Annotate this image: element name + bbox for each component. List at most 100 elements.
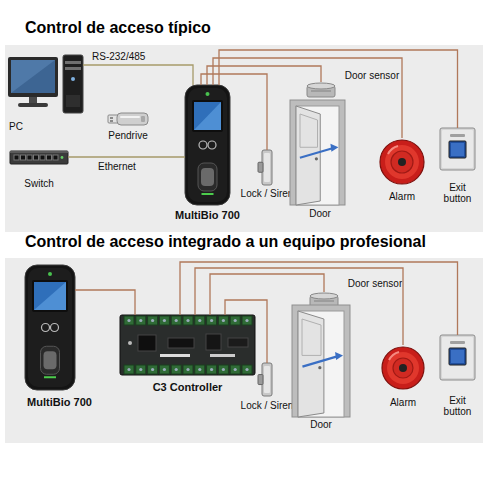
- device-label: MultiBio 700: [165, 209, 250, 221]
- alarm-node: Alarm: [380, 345, 426, 391]
- illustration-part: [34, 282, 66, 310]
- illustration-part: [159, 316, 169, 325]
- switch-illustration: [10, 148, 68, 166]
- pendrive-illustration: [108, 110, 148, 128]
- illustration-part: [451, 143, 464, 156]
- illustration-part: [222, 319, 225, 322]
- device-label: Switch: [14, 178, 64, 189]
- illustration-part: [124, 316, 134, 325]
- illustration-part: [18, 103, 48, 107]
- device-label: Alarm: [377, 191, 427, 202]
- panel-title: Control de acceso típico: [25, 18, 480, 38]
- illustration-part: [210, 319, 213, 322]
- illustration-part: [138, 335, 156, 351]
- multibio-illustration: [185, 85, 230, 205]
- alarm-illustration: [378, 138, 426, 186]
- biometric-terminal: MultiBio 700: [25, 265, 75, 390]
- switch-node: Switch: [10, 148, 68, 166]
- illustration-part: [32, 280, 68, 312]
- illustration-part: [186, 368, 189, 371]
- illustration-part: [136, 365, 146, 374]
- illustration-part: [208, 141, 216, 149]
- illustration-part: [201, 168, 214, 186]
- door-sensor-node: Door sensor: [305, 82, 337, 98]
- c3-illustration: [120, 315, 255, 375]
- illustration-part: [199, 141, 207, 149]
- illustration-part: [44, 376, 56, 378]
- illustration-part: [27, 155, 32, 160]
- illustration-part: [194, 102, 221, 130]
- device-label: Exit button: [435, 182, 480, 204]
- illustration-part: [440, 335, 475, 380]
- wire-connector: [180, 262, 458, 335]
- illustration-part: [65, 61, 81, 64]
- illustration-part: [160, 354, 190, 357]
- exit-illustration: [440, 335, 475, 380]
- illustration-part: [218, 365, 228, 374]
- illustration-part: [141, 116, 145, 122]
- illustration-part: [171, 316, 181, 325]
- wire-label: RS-232/485: [92, 51, 162, 62]
- illustration-part: [10, 151, 68, 153]
- illustration-part: [234, 368, 237, 371]
- illustration-part: [300, 148, 334, 158]
- pendrive-node: Pendrive: [108, 110, 148, 128]
- door-node: Door: [290, 100, 345, 205]
- device-label: Door sensor: [340, 278, 410, 289]
- illustration-part: [230, 365, 240, 374]
- illustration-part: [245, 319, 248, 322]
- illustration-part: [186, 319, 189, 322]
- illustration-part: [28, 268, 72, 387]
- device-label: Alarm: [378, 397, 428, 408]
- illustration-part: [218, 316, 228, 325]
- illustration-part: [183, 316, 193, 325]
- illustration-part: [139, 319, 142, 322]
- illustration-part: [148, 365, 158, 374]
- wire-label: Ethernet: [98, 161, 148, 172]
- wire-connector: [201, 74, 267, 150]
- illustration-part: [311, 90, 331, 92]
- illustration-part: [120, 116, 140, 118]
- lock-node: Lock / Siren: [258, 363, 276, 396]
- device-label: Exit button: [435, 395, 480, 417]
- multibio-illustration: [25, 265, 75, 390]
- alarm-node: Alarm: [378, 138, 426, 186]
- illustration-part: [163, 368, 166, 371]
- illustration-part: [228, 338, 248, 347]
- illustration-part: [51, 324, 59, 332]
- illustration-part: [307, 83, 335, 89]
- illustration-part: [442, 337, 473, 378]
- illustration-part: [296, 106, 339, 205]
- illustration-part: [61, 156, 64, 159]
- illustration-part: [222, 368, 225, 371]
- illustration-part: [242, 365, 252, 374]
- device-label: Door: [301, 419, 341, 430]
- illustration-part: [451, 350, 464, 363]
- illustration-part: [127, 319, 130, 322]
- device-label: Pendrive: [98, 130, 158, 141]
- illustration-part: [198, 319, 201, 322]
- door-illustration: [290, 100, 345, 205]
- device-label: Door sensor: [337, 70, 407, 81]
- illustration-part: [385, 145, 419, 179]
- device-label: PC: [6, 121, 26, 132]
- illustration-part: [245, 368, 248, 371]
- illustration-part: [302, 319, 321, 355]
- wire-connector: [83, 65, 193, 85]
- pc-illustration: [8, 55, 83, 115]
- lock-illustration: [258, 150, 276, 185]
- exit-button-node: Exit button: [440, 128, 475, 170]
- illustration-part: [159, 365, 169, 374]
- illustration-part: [66, 95, 80, 107]
- illustration-part: [330, 144, 338, 152]
- illustration-part: [34, 282, 66, 310]
- illustration-part: [40, 155, 45, 160]
- illustration-part: [34, 155, 39, 160]
- illustration-part: [242, 316, 252, 325]
- illustration-part: [14, 155, 19, 160]
- illustration-part: [310, 293, 338, 299]
- illustration-part: [198, 368, 201, 371]
- illustration-part: [183, 365, 193, 374]
- illustration-part: [393, 358, 413, 378]
